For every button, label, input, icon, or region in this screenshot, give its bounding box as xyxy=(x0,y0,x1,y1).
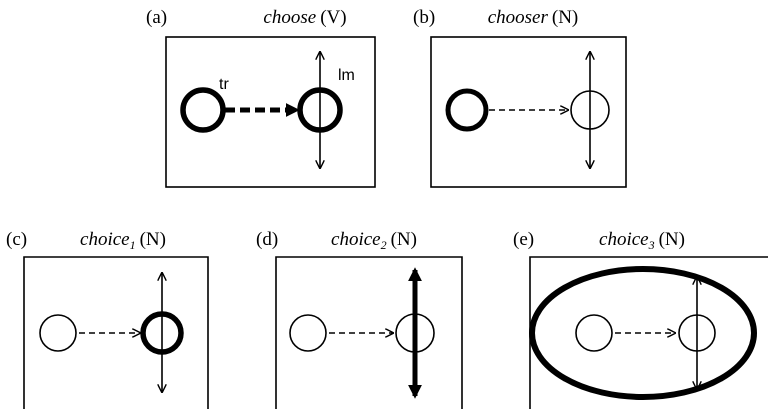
panel-e: (e) choice3(N) xyxy=(513,229,768,409)
panel-c-title: choice1(N) xyxy=(80,229,166,252)
panel-e-tag: (e) xyxy=(513,229,534,250)
panel-e-frame xyxy=(529,256,768,409)
panel-e-trajector xyxy=(575,314,613,352)
panel-c-tag: (c) xyxy=(6,229,27,250)
panel-d: (d) choice2(N) xyxy=(256,229,463,409)
panel-c-trajector xyxy=(39,314,77,352)
panel-c-frame xyxy=(23,256,209,409)
panel-a-lm-label: lm xyxy=(338,67,355,84)
panel-d-trajector xyxy=(289,314,327,352)
panel-a: (a) choose(V) tr lm xyxy=(146,7,376,188)
panel-d-frame xyxy=(275,256,463,409)
panel-b-title: chooser(N) xyxy=(488,7,579,28)
panel-e-profile-ellipse xyxy=(529,266,757,400)
panel-e-title: choice3(N) xyxy=(599,229,685,252)
panel-b-tag: (b) xyxy=(413,7,435,28)
panel-a-trajector xyxy=(180,87,226,133)
panel-a-frame xyxy=(165,36,376,188)
panel-b: (b) chooser(N) xyxy=(413,7,627,188)
panel-c: (c) choice1(N) xyxy=(6,229,209,409)
panel-a-title: choose(V) xyxy=(263,7,346,28)
panel-d-title: choice2(N) xyxy=(331,229,417,252)
panel-b-trajector xyxy=(445,88,489,132)
panel-d-tag: (d) xyxy=(256,229,278,250)
panel-b-frame xyxy=(430,36,627,188)
panel-a-tr-label: tr xyxy=(219,76,229,93)
panel-a-tag: (a) xyxy=(146,7,167,28)
